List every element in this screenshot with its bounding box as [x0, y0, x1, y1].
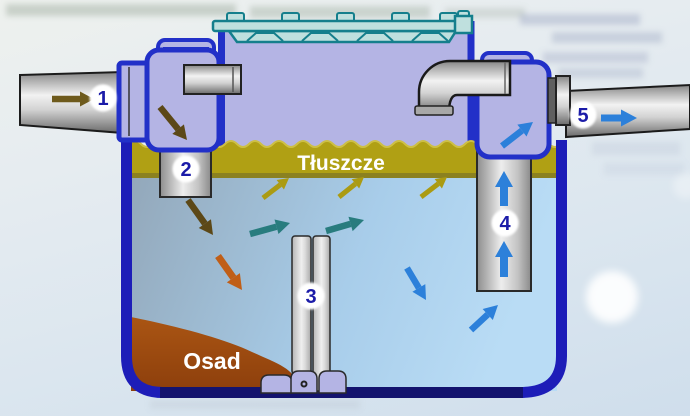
svg-text:4: 4	[499, 213, 511, 235]
grease-label: Tłuszcze	[297, 152, 385, 175]
baffle-plate	[291, 235, 331, 392]
step-badge-4: 4	[491, 209, 519, 237]
flow-arrow-mid-flow-left	[249, 219, 290, 238]
cover-flange	[211, 19, 459, 33]
step-badges: 1 2 3 4 5	[89, 84, 597, 310]
glare-spot-small	[673, 173, 690, 199]
flow-arrow-drop-dispersion	[185, 198, 213, 235]
step-badge-1: 1	[89, 84, 117, 112]
step-badge-2: 2	[172, 155, 200, 183]
elbow-opening	[414, 105, 454, 116]
mount-bolt	[300, 380, 308, 388]
flow-arrow-sediment-settle	[215, 253, 242, 290]
outlet-assembly	[414, 51, 571, 160]
sediment-label: Osad	[183, 348, 241, 374]
sediment-layer	[131, 317, 293, 391]
flow-arrow-chamber-drop	[157, 104, 187, 140]
flow-arrow-mid-flow-right	[325, 216, 364, 235]
step-badge-5: 5	[569, 101, 597, 129]
elbow-pipe	[417, 59, 512, 115]
svg-text:1: 1	[97, 88, 108, 110]
flow-arrow-riser-approach	[468, 305, 498, 333]
svg-text:2: 2	[180, 159, 191, 181]
cover-corrugations	[246, 32, 449, 42]
baffle-mounts	[260, 370, 347, 394]
flow-arrow-outflow	[601, 109, 637, 127]
flow-arrows	[52, 91, 637, 333]
flow-arrow-riser-up-upper	[495, 171, 513, 206]
cover-end-tab	[453, 14, 474, 35]
outlet-socket	[555, 75, 571, 126]
flow-arrow-down-flow	[404, 266, 426, 300]
vent-stub-pipe	[183, 64, 242, 95]
flow-arrow-inflow	[52, 91, 94, 107]
flow-arrow-grease-rise-2	[337, 177, 364, 199]
svg-text:3: 3	[305, 286, 316, 308]
svg-text:5: 5	[577, 105, 588, 127]
flow-arrow-grease-rise-3	[419, 177, 447, 199]
flow-arrow-grease-rise-1	[261, 178, 289, 200]
step-badge-3: 3	[297, 282, 325, 310]
access-cover	[211, 10, 474, 44]
glare-spot	[586, 271, 638, 323]
inlet-assembly	[116, 38, 242, 153]
flow-arrow-outlet-chamber-flow	[500, 122, 533, 149]
flow-arrow-riser-up-lower	[495, 241, 513, 277]
bleed-through-smudges	[6, 4, 684, 409]
